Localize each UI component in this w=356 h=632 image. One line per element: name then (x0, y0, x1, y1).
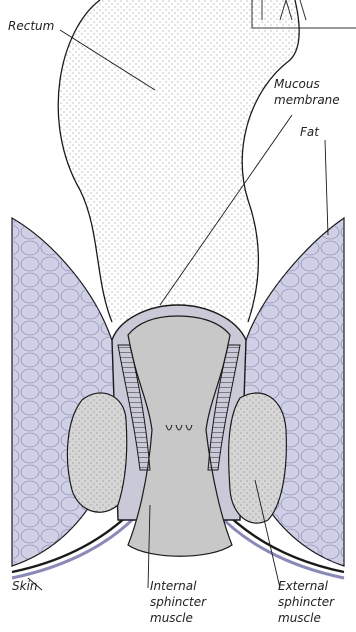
label-external-2: sphincter (278, 595, 335, 609)
label-rectum: Rectum (8, 19, 54, 33)
label-external-1: External (278, 579, 329, 593)
label-mucous-1: Mucous (274, 77, 320, 91)
label-external-3: muscle (278, 611, 321, 625)
rectum (58, 0, 299, 320)
label-fat: Fat (300, 125, 320, 139)
label-mucous-2: membrane (274, 93, 340, 107)
label-internal-2: sphincter (150, 595, 207, 609)
label-internal-3: muscle (150, 611, 193, 625)
label-internal-1: Internal (150, 579, 197, 593)
label-skin: Skin (12, 579, 38, 593)
